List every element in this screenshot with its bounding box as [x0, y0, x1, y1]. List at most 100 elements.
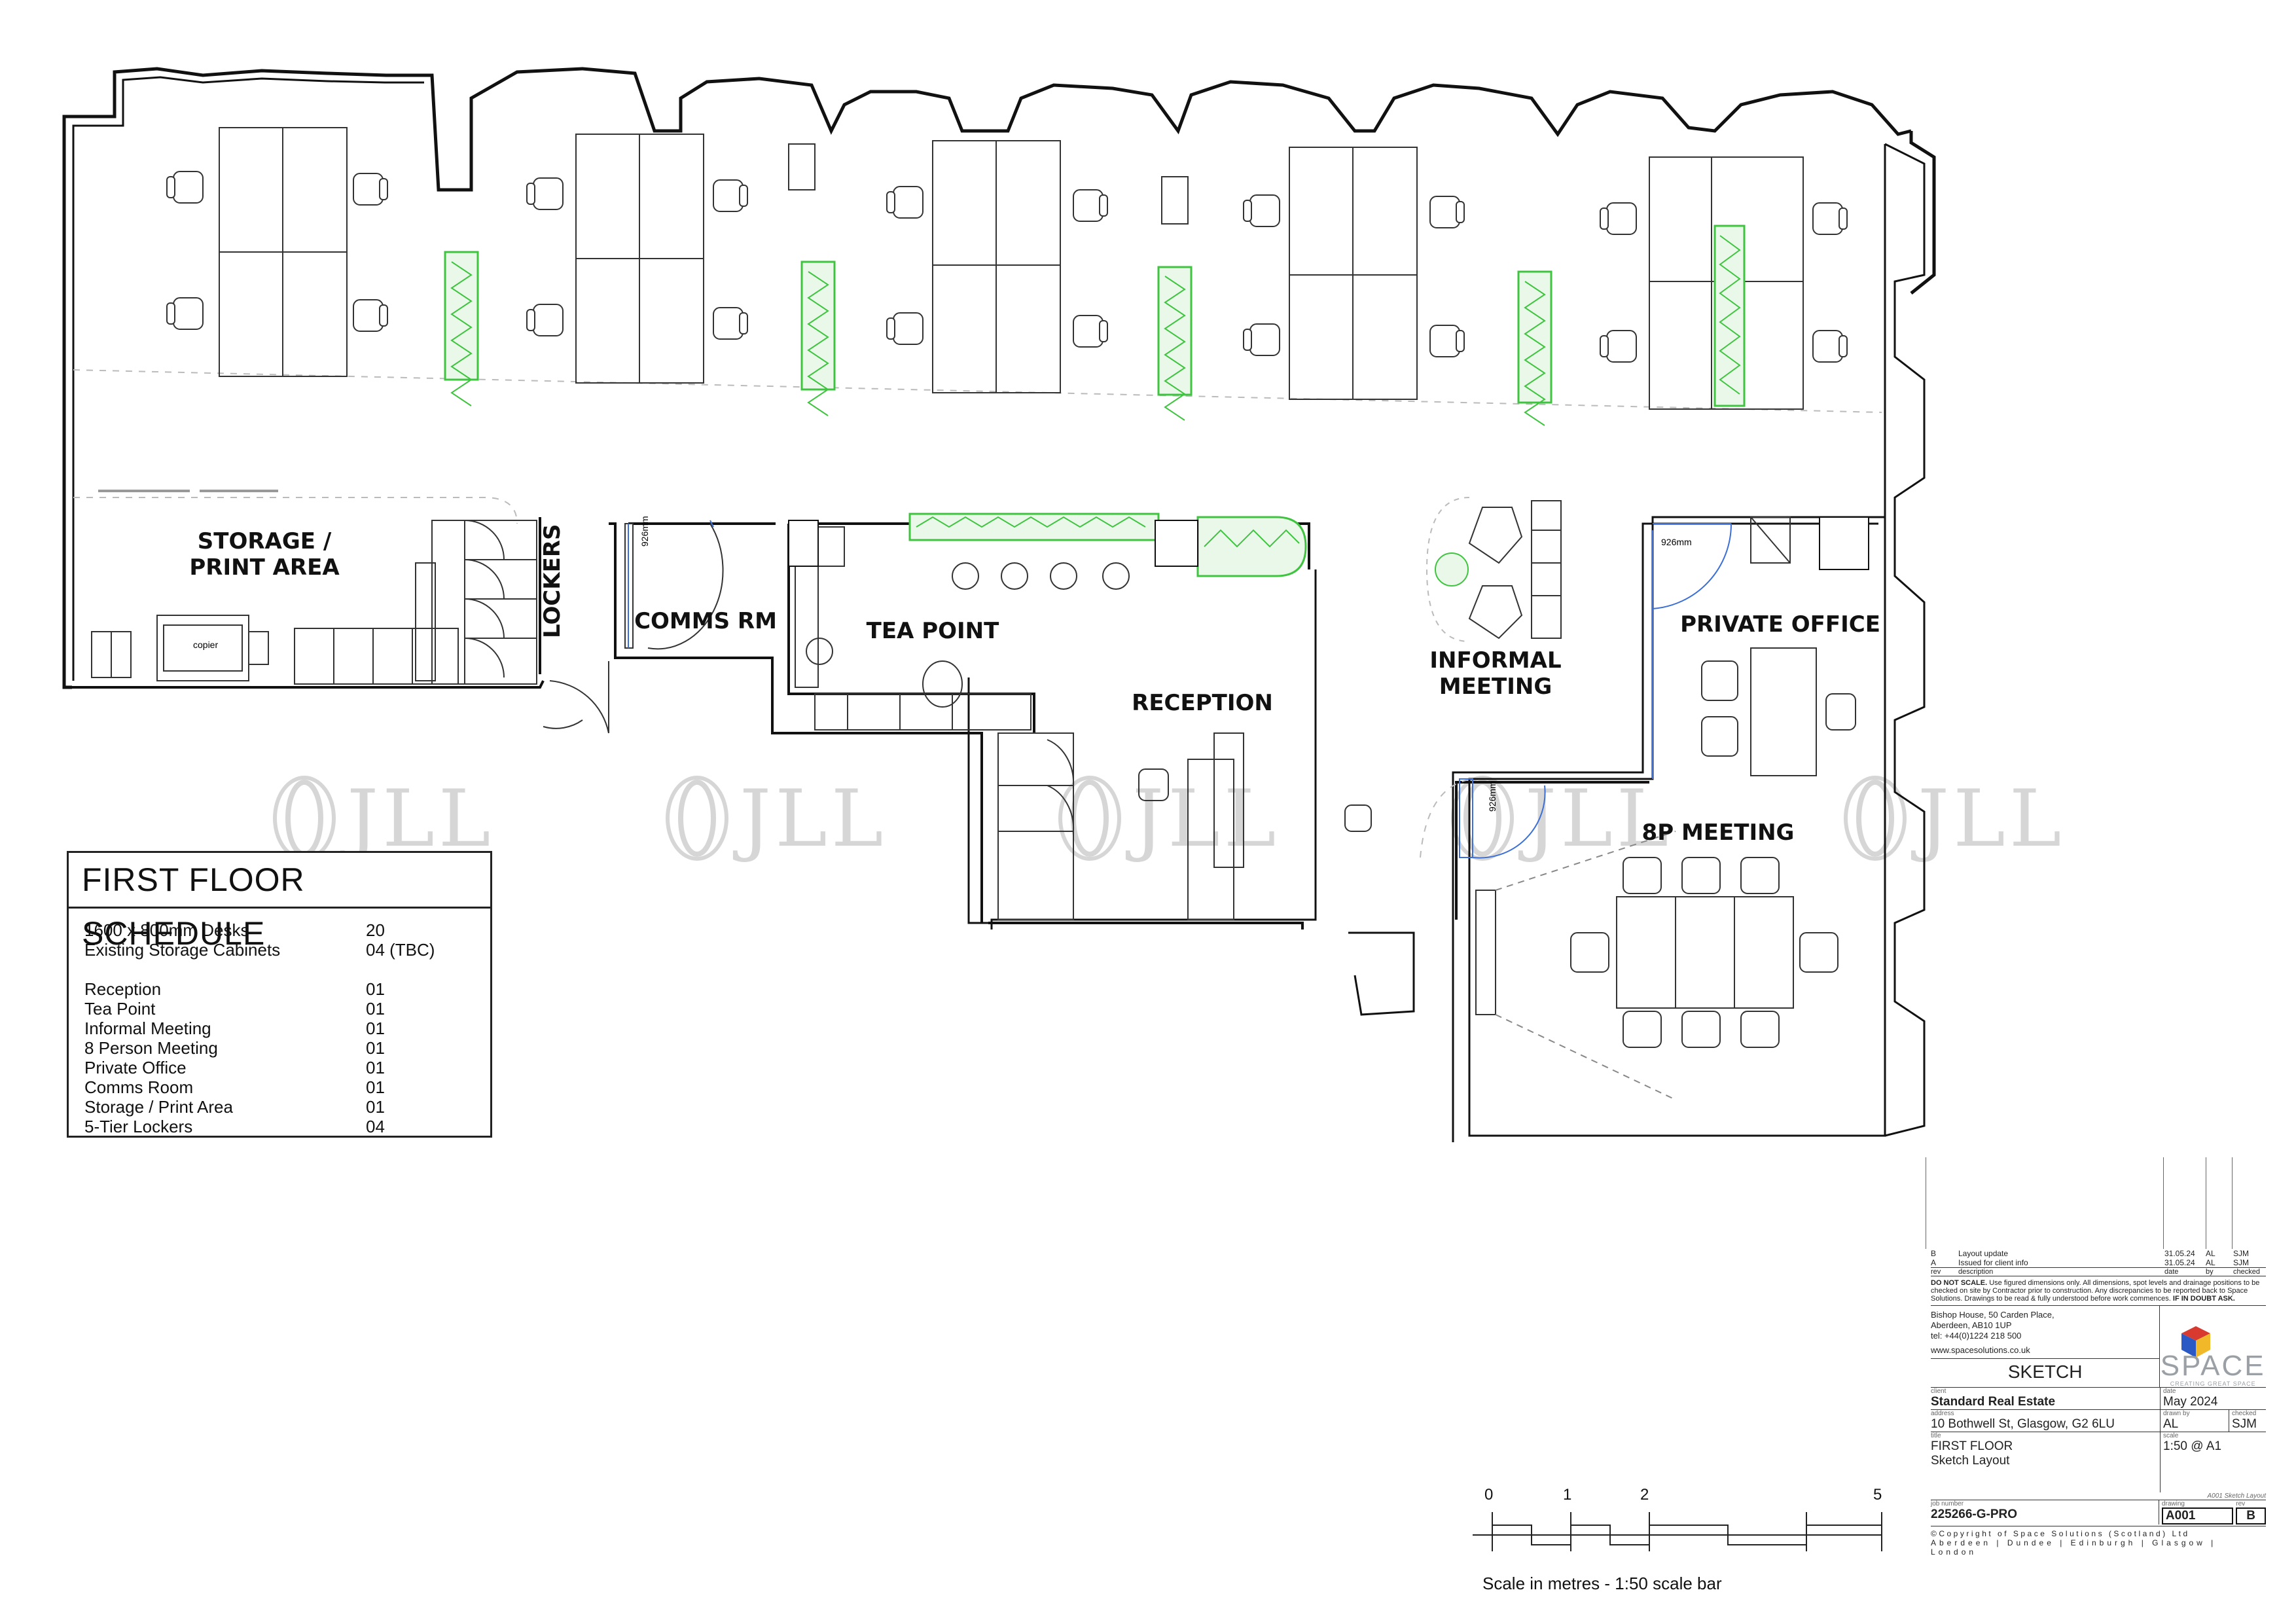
chair: [353, 173, 388, 206]
drawing-title-1: FIRST FLOOR: [1931, 1439, 2013, 1453]
schedule-row: 8 Person Meeting 01: [84, 1038, 490, 1058]
watermark: JLL: [273, 774, 494, 865]
client-name: Standard Real Estate: [1931, 1395, 2056, 1409]
chair: [353, 299, 388, 332]
entrance-door: [543, 661, 609, 734]
file-reference: A001 Sketch Layout: [2207, 1492, 2266, 1500]
space-logo-icon: [2181, 1326, 2210, 1358]
schedule-title: FIRST FLOOR SCHEDULE: [69, 853, 490, 952]
schedule-qty: 04 (TBC): [366, 940, 435, 960]
room-label-lockers: LOCKERS: [539, 524, 565, 638]
informal-meeting-furniture: [1426, 497, 1562, 642]
outer-wall-inner: [72, 76, 1926, 1142]
revision-header: rev description date by checked: [1931, 1268, 2260, 1276]
drawing-date: May 2024: [2163, 1395, 2218, 1409]
schedule-qty: 01: [366, 1097, 385, 1117]
schedule-item: 1600 x 800mm Desks: [84, 920, 249, 940]
watermarks: JLL JLL JLL JLL JLL: [273, 774, 2065, 865]
schedule-row: Informal Meeting 01: [84, 1019, 490, 1038]
watermark: JLL: [1451, 774, 1672, 865]
schedule-row: 1600 x 800mm Desks 20: [84, 920, 490, 940]
revision-row: A Issued for client info 31.05.24 AL SJM: [1931, 1258, 2249, 1267]
chair: [1073, 189, 1108, 222]
room-label-informal: INFORMAL: [1429, 647, 1561, 674]
comms-door: [624, 520, 724, 650]
site-address: 10 Bothwell St, Glasgow, G2 6LU: [1931, 1417, 2115, 1431]
desk-clusters: [219, 127, 1804, 410]
private-office-furniture: [1652, 516, 1869, 779]
scale-bar: [1473, 1512, 1882, 1551]
schedule-item: Storage / Print Area: [84, 1097, 233, 1117]
room-label-private-office: PRIVATE OFFICE: [1680, 611, 1880, 638]
schedule-row: 5-Tier Lockers 04: [84, 1117, 490, 1136]
storage-furniture: [91, 490, 537, 685]
scale-tick-5: 5: [1873, 1486, 1882, 1504]
scale-caption: Scale in metres - 1:50 scale bar: [1482, 1574, 1722, 1593]
copier-label: copier: [193, 640, 218, 650]
schedule-qty: 01: [366, 999, 385, 1019]
watermark-text: JLL: [340, 774, 494, 865]
dimension-label: 926mm: [1661, 537, 1692, 547]
chair: [1073, 315, 1108, 348]
chair: [526, 304, 564, 336]
job-number: 225266-G-PRO: [1931, 1507, 2018, 1521]
company-web: www.spacesolutions.co.uk: [1931, 1345, 2030, 1355]
room-label-comms: COMMS RM: [634, 608, 777, 634]
watermark-text: JLL: [1518, 774, 1672, 865]
chair: [886, 312, 924, 345]
disclaimer: DO NOT SCALE. Use figured dimensions onl…: [1931, 1279, 2260, 1303]
planter-leaves: [450, 235, 1741, 548]
room-label-storage: STORAGE /: [198, 528, 332, 554]
scale-tick-0: 0: [1484, 1486, 1494, 1504]
revision-row: B Layout update 31.05.24 AL SJM: [1931, 1249, 2249, 1258]
chairs: [166, 171, 1848, 363]
logo-text: SPACE: [2160, 1350, 2266, 1382]
copyright: ©Copyright of Space Solutions (Scotland)…: [1931, 1529, 2190, 1538]
schedule-row: Existing Storage Cabinets 04 (TBC): [84, 940, 490, 960]
logo-tagline: CREATING GREAT SPACE: [2170, 1380, 2256, 1387]
room-label-tea-point: TEA POINT: [867, 618, 999, 644]
schedule-item: 8 Person Meeting: [84, 1038, 218, 1058]
schedule-item: 5-Tier Lockers: [84, 1117, 193, 1136]
drawing-number: A001: [2161, 1507, 2234, 1525]
schedule-item: Reception: [84, 979, 162, 999]
watermark-text: JLL: [732, 774, 887, 865]
schedule-rows: 1600 x 800mm Desks 20 Existing Storage Ca…: [69, 909, 490, 1136]
schedule-item: Private Office: [84, 1058, 187, 1077]
schedule-qty: 04: [366, 1117, 385, 1136]
chair: [1429, 325, 1465, 357]
chair: [1600, 202, 1637, 235]
reception-furniture: [997, 732, 1372, 920]
company-address-1: Bishop House, 50 Carden Place,: [1931, 1310, 2054, 1320]
watermark: JLL: [666, 774, 887, 865]
meeting-room-furniture: [1459, 778, 1839, 1100]
room-label-reception: RECEPTION: [1132, 690, 1273, 716]
circulation-lines: [73, 369, 1882, 858]
schedule-qty: 01: [366, 1019, 385, 1038]
schedule-qty: 20: [366, 920, 385, 940]
schedule-item: Informal Meeting: [84, 1019, 211, 1038]
watermark-text: JLL: [1910, 774, 2065, 865]
company-tel: tel: +44(0)1224 218 500: [1931, 1331, 2022, 1341]
floor-schedule: FIRST FLOOR SCHEDULE 1600 x 800mm Desks 2…: [67, 851, 492, 1138]
title-block: B Layout update 31.05.24 AL SJM A Issued…: [1926, 1157, 2266, 1557]
schedule-qty: 01: [366, 1038, 385, 1058]
chair: [166, 171, 204, 204]
room-label-print-area: PRINT AREA: [189, 554, 340, 581]
schedule-item: Existing Storage Cabinets: [84, 940, 281, 960]
schedule-row: Tea Point 01: [84, 999, 490, 1019]
drawing-title-2: Sketch Layout: [1931, 1454, 2010, 1468]
chair: [1812, 202, 1848, 235]
schedule-item: Tea Point: [84, 999, 156, 1019]
chair: [1812, 330, 1848, 363]
chair: [713, 179, 748, 212]
chair: [1243, 323, 1280, 356]
room-label-8p-meeting: 8P MEETING: [1642, 820, 1795, 846]
drawing-scale: 1:50 @ A1: [2163, 1439, 2222, 1453]
company-address-2: Aberdeen, AB10 1UP: [1931, 1320, 2012, 1330]
outer-wall: [62, 67, 1936, 689]
scale-tick-1: 1: [1563, 1486, 1572, 1504]
